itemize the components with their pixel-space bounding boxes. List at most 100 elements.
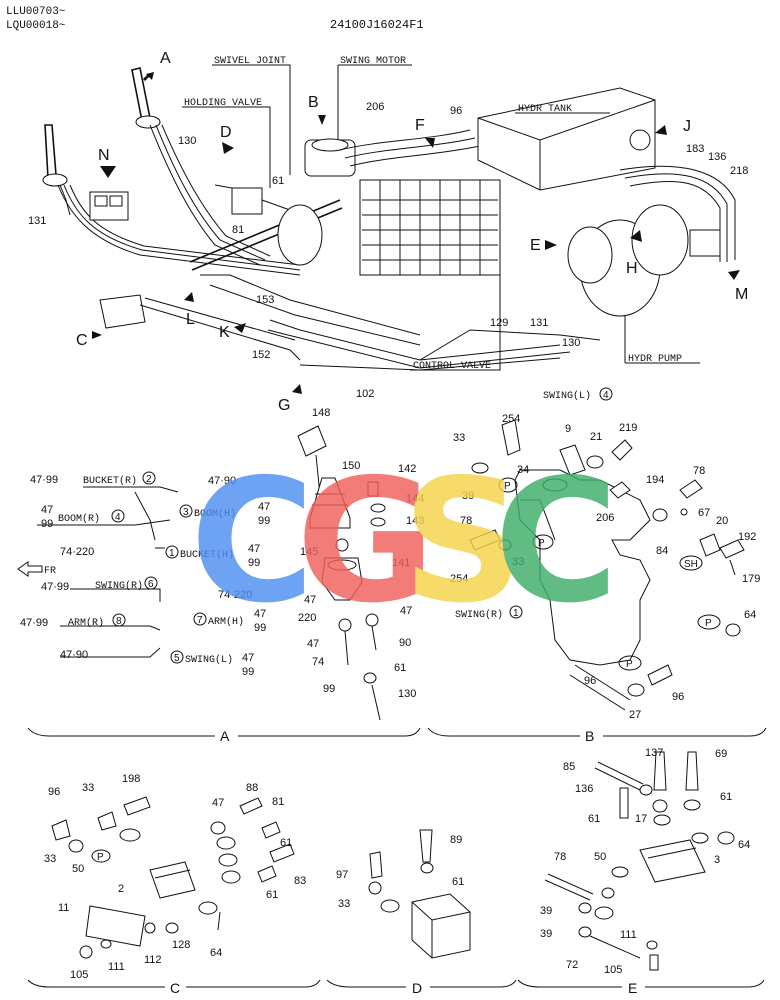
view-letter-k: K bbox=[219, 323, 246, 341]
part-131-right: 131 bbox=[530, 317, 548, 329]
left-joystick bbox=[42, 124, 71, 216]
b-part-21: 21 bbox=[590, 431, 602, 443]
watermark-letter-4: C bbox=[494, 443, 619, 641]
e-valve-parts bbox=[544, 751, 735, 971]
c-part-50: 50 bbox=[72, 863, 84, 875]
e-part-72: 72 bbox=[566, 959, 578, 971]
svg-text:G: G bbox=[278, 397, 290, 414]
b-fittings bbox=[469, 419, 745, 711]
part-152: 152 bbox=[252, 349, 270, 361]
c-part-61-b: 61 bbox=[266, 889, 278, 901]
a-joystick-parts bbox=[297, 425, 386, 721]
e-part-69: 69 bbox=[715, 748, 727, 760]
a-port-boom-h: BOOM(H) bbox=[194, 508, 236, 520]
d-part-33: 33 bbox=[338, 898, 350, 910]
view-letter-c: C bbox=[76, 331, 102, 349]
e-part-137: 137 bbox=[645, 747, 663, 759]
a-port-boom-r: BOOM(R) bbox=[58, 513, 100, 525]
b-part-78-b: 78 bbox=[693, 465, 705, 477]
part-102: 102 bbox=[356, 388, 374, 400]
e-part-50: 50 bbox=[594, 851, 606, 863]
svg-text:D: D bbox=[220, 124, 232, 141]
valve-plate-c bbox=[99, 294, 146, 329]
center-joystick bbox=[131, 67, 161, 129]
b-part-39: 39 bbox=[462, 490, 474, 502]
b-part-34: 34 bbox=[517, 464, 529, 476]
a-part-99: 99 bbox=[323, 683, 335, 695]
part-129: 129 bbox=[490, 317, 508, 329]
a-part-145: 145 bbox=[300, 546, 318, 558]
a-code-7: 47·90 bbox=[60, 649, 88, 661]
view-letter-n: N bbox=[98, 147, 116, 178]
e-part-111: 111 bbox=[620, 929, 637, 941]
a-port-bucket-h: BUCKET(H) bbox=[180, 549, 234, 561]
b-part-219: 219 bbox=[619, 422, 637, 434]
a-code-1: 47·99 bbox=[30, 474, 58, 486]
section-a: BUCKET(R) 2 BOOM(R) 4 SWING(R) 6 ARM(R) … bbox=[17, 407, 424, 744]
main-pipe bbox=[189, 199, 341, 263]
view-letter-m: M bbox=[728, 270, 748, 303]
b-swing-r-num: 1 bbox=[513, 608, 519, 619]
frame-lines bbox=[139, 274, 601, 371]
svg-text:P: P bbox=[504, 481, 511, 492]
a-code-11: 47 bbox=[248, 543, 260, 555]
e-part-17: 17 bbox=[635, 813, 647, 825]
section-c-caption: C bbox=[170, 980, 180, 996]
svg-text:M: M bbox=[735, 286, 748, 303]
header: LLU00703~ LQU00018~ 24100J16024F1 bbox=[6, 6, 424, 32]
c-valve-parts bbox=[51, 796, 295, 959]
e-part-3: 3 bbox=[714, 854, 720, 866]
part-96: 96 bbox=[450, 105, 462, 117]
svg-text:J: J bbox=[683, 118, 691, 135]
d-holding-valve bbox=[368, 829, 471, 959]
a-part-142: 142 bbox=[398, 463, 416, 475]
b-part-27: 27 bbox=[629, 709, 641, 721]
svg-text:H: H bbox=[626, 260, 638, 277]
watermark-letter-2: G bbox=[296, 443, 436, 641]
d-part-89: 89 bbox=[450, 834, 462, 846]
d-part-97: 97 bbox=[336, 869, 348, 881]
c-part-11: 11 bbox=[58, 902, 69, 914]
serial-line-1: LLU00703~ bbox=[6, 6, 66, 18]
e-part-105: 105 bbox=[604, 964, 622, 976]
a-part-144: 144 bbox=[406, 493, 424, 505]
part-153: 153 bbox=[256, 294, 274, 306]
svg-text:E: E bbox=[530, 237, 541, 254]
c-part-96: 96 bbox=[48, 786, 60, 798]
part-130-bottom: 130 bbox=[562, 337, 580, 349]
a-port-swing-l: SWING(L) bbox=[185, 654, 233, 666]
section-e: 137 69 85 136 61 61 17 64 3 78 50 39 39 … bbox=[517, 747, 765, 996]
c-part-105: 105 bbox=[70, 969, 88, 981]
svg-text:K: K bbox=[219, 324, 230, 341]
watermark-letter-3: S bbox=[402, 443, 524, 641]
b-circled-labels: P P SH P P bbox=[498, 477, 721, 671]
a-part-47-a: 47 bbox=[304, 594, 316, 606]
overview-illustration: SWIVEL JOINT SWING MOTOR HOLDING VALVE H… bbox=[28, 50, 748, 414]
e-part-78: 78 bbox=[554, 851, 566, 863]
part-136: 136 bbox=[708, 151, 726, 163]
b-part-254-b: 254 bbox=[450, 573, 468, 585]
section-a-caption: A bbox=[220, 728, 230, 744]
part-81: 81 bbox=[232, 224, 244, 236]
svg-text:B: B bbox=[308, 94, 319, 111]
label-holding-valve: HOLDING VALVE bbox=[184, 98, 262, 109]
view-letter-f: F bbox=[415, 117, 435, 148]
b-part-20: 20 bbox=[716, 515, 728, 527]
a-code-17: 99 bbox=[242, 666, 254, 678]
c-part-88: 88 bbox=[246, 782, 258, 794]
b-part-33-b: 33 bbox=[512, 556, 524, 568]
b-part-194: 194 bbox=[646, 474, 664, 486]
watermark: C G S C bbox=[190, 443, 619, 641]
a-port-bucket-r: BUCKET(R) bbox=[83, 475, 137, 487]
a-part-130: 130 bbox=[398, 688, 416, 700]
a-port-arm-r: ARM(R) bbox=[68, 617, 104, 629]
a-part-141: 141 bbox=[392, 557, 410, 569]
a-code-9: 47 bbox=[258, 501, 270, 513]
a-part-61: 61 bbox=[394, 662, 406, 674]
b-swing-motor bbox=[514, 469, 651, 666]
svg-text:FR: FR bbox=[44, 566, 56, 577]
c-part-33-a: 33 bbox=[82, 782, 94, 794]
b-part-67: 67 bbox=[698, 507, 710, 519]
svg-text:SH: SH bbox=[684, 559, 698, 570]
view-letter-g: G bbox=[278, 384, 302, 414]
